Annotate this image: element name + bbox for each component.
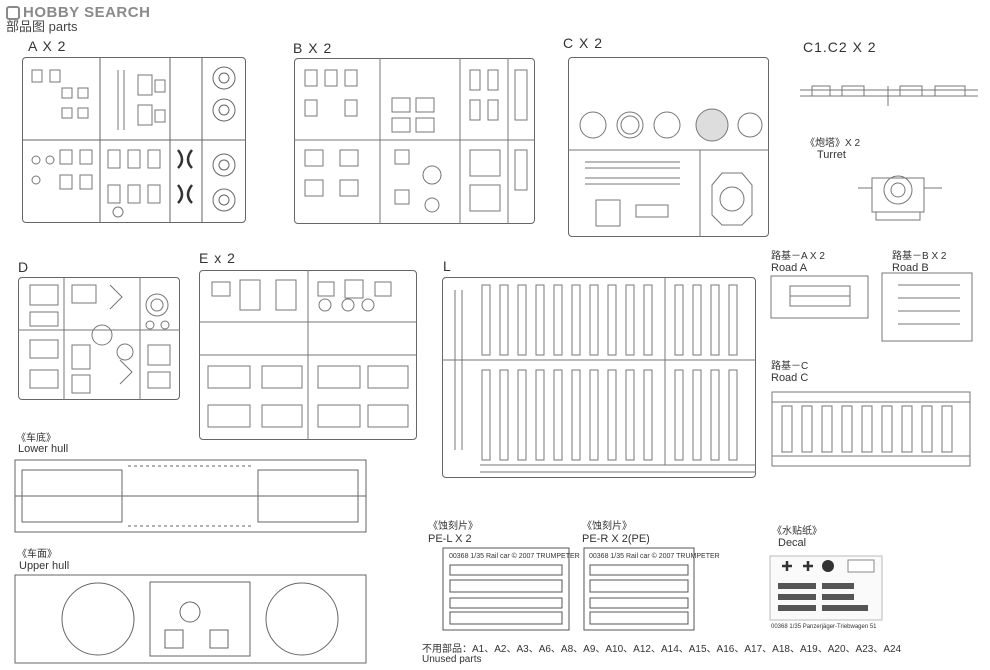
sprue-c-label: C X 2 [563, 35, 604, 51]
sleeper-slat [692, 369, 702, 461]
sleeper-slat [710, 369, 720, 461]
sleeper-slat [481, 369, 491, 461]
road-c-drawing [771, 391, 971, 467]
hobby-search-logo-icon [6, 6, 20, 20]
sprue-c1c2-parts [800, 85, 978, 106]
decal-sheet [769, 555, 883, 621]
lower-hull-cn-label: 《车底》 [16, 433, 56, 444]
road-c-slat [901, 405, 913, 453]
road-c-slat [921, 405, 933, 453]
sprue-l-parts [442, 277, 756, 473]
road-a-cn-label: 路基－A X 2 [771, 251, 825, 262]
sleeper-slat [481, 284, 491, 356]
upper-hull-cn-label: 《车面》 [17, 549, 57, 560]
sleeper-slat [607, 369, 617, 461]
road-c-slat [941, 405, 953, 453]
upper-hull-drawing [14, 574, 367, 664]
sleeper-slat [499, 369, 509, 461]
decal-cn-label: 《水贴纸》 [772, 526, 822, 537]
pe-r-cn-label: 《蚀刻片》 [582, 521, 632, 532]
sprue-a-parts [22, 57, 246, 223]
sleeper-slat [553, 284, 563, 356]
pe-l-en-label: PE-L X 2 [428, 533, 472, 545]
road-c-cn-label: 路基－C [771, 361, 809, 372]
sprue-e-parts [199, 270, 417, 440]
pe-r-drawing [583, 547, 695, 631]
decal-caption: 00368 1/35 Panzerjäger-Triebwagen 51 [771, 624, 877, 630]
sleeper-slat [517, 284, 527, 356]
sleeper-slat [535, 284, 545, 356]
sleeper-slat [517, 369, 527, 461]
pe-l-drawing [442, 547, 570, 631]
sleeper-slat [625, 369, 635, 461]
sleeper-slat [571, 369, 581, 461]
sleeper-slat [728, 284, 738, 356]
sprue-e-label: E x 2 [199, 250, 236, 266]
sleeper-slat [535, 369, 545, 461]
pe-l-plate-text: 00368 1/35 Rail car © 2007 TRUMPETER [449, 553, 580, 560]
upper-hull-en-label: Upper hull [19, 560, 70, 572]
lower-hull-en-label: Lower hull [18, 443, 69, 455]
sprue-d-frame [18, 277, 180, 400]
road-c-slat [821, 405, 833, 453]
pe-r-en-label: PE-R X 2(PE) [582, 533, 650, 545]
sleeper-slat [571, 284, 581, 356]
road-c-slat [881, 405, 893, 453]
sleeper-slat [499, 284, 509, 356]
unused-parts-cn: 不用部品：A1、A2、A3、A6、A8、A9、A10、A12、A14、A15、A… [422, 644, 902, 655]
sprue-d-label: D [18, 259, 30, 275]
road-b-drawing [881, 272, 973, 342]
sprue-b-label: B X 2 [293, 40, 333, 56]
sleeper-slat [674, 369, 684, 461]
sleeper-slat [674, 284, 684, 356]
road-c-en-label: Road C [771, 372, 809, 384]
turret-drawing [858, 175, 942, 221]
pe-l-cn-label: 《蚀刻片》 [428, 521, 478, 532]
road-b-en-label: Road B [892, 262, 929, 274]
pe-r-plate-text: 00368 1/35 Rail car © 2007 TRUMPETER [589, 553, 720, 560]
hobby-search-watermark: HOBBY SEARCH [6, 4, 150, 21]
turret-cn-label: 《炮塔》X 2 [805, 138, 861, 149]
sprue-a-label: A X 2 [28, 38, 67, 54]
sleeper-slat [553, 369, 563, 461]
sleeper-slat [728, 369, 738, 461]
unused-parts-en: Unused parts [422, 654, 482, 665]
sleeper-slat [643, 369, 653, 461]
sleeper-slat [643, 284, 653, 356]
road-b-cn-label: 路基－B X 2 [892, 251, 947, 262]
turret-en-label: Turret [817, 149, 846, 161]
sleeper-slat [710, 284, 720, 356]
sleeper-slat [607, 284, 617, 356]
sprue-c-parts [568, 108, 769, 237]
road-a-en-label: Road A [771, 262, 808, 274]
sleeper-slat [692, 284, 702, 356]
road-c-slat [781, 405, 793, 453]
road-c-slat [841, 405, 853, 453]
sprue-d-parts [18, 277, 180, 400]
road-c-slat [861, 405, 873, 453]
sleeper-slat [589, 284, 599, 356]
parts-header: 部品图 parts [6, 19, 78, 34]
sprue-c-frame [568, 57, 769, 237]
sleeper-slat [625, 284, 635, 356]
sprue-l-label: L [443, 258, 452, 274]
sprue-b-parts [294, 58, 535, 224]
road-a-drawing [770, 275, 869, 319]
lower-hull-drawing [14, 459, 367, 533]
road-c-slat [801, 405, 813, 453]
sprue-c1c2-label: C1.C2 X 2 [803, 39, 877, 55]
sleeper-slat [589, 369, 599, 461]
sprue-b-frame [294, 58, 535, 224]
decal-en-label: Decal [778, 537, 807, 549]
sprue-l-frame [442, 277, 756, 478]
